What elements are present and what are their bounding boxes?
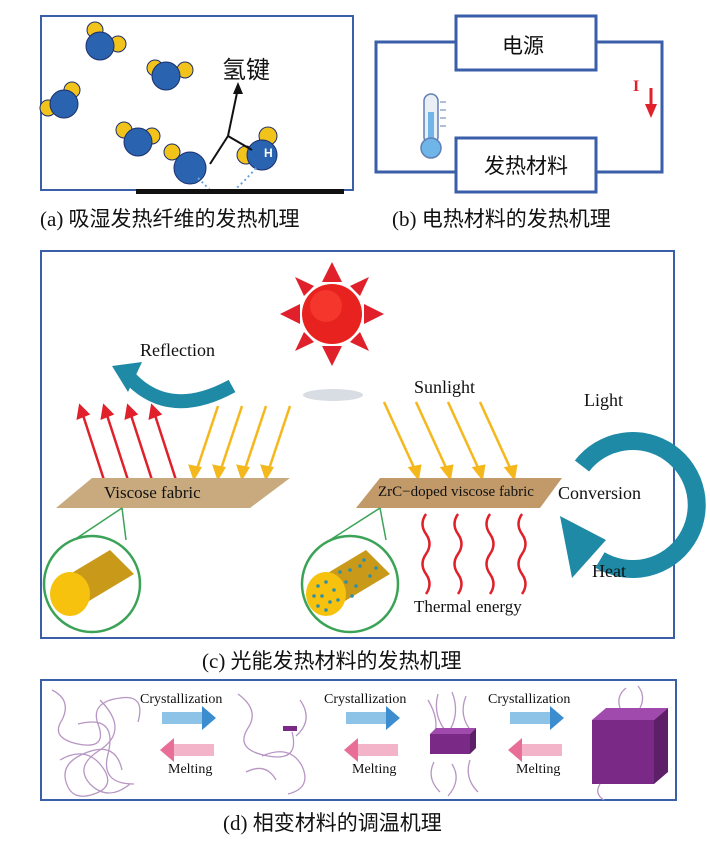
- sunlight-label: Sunlight: [414, 377, 476, 397]
- caption-a: (a) 吸湿发热纤维的发热机理: [40, 207, 300, 231]
- crystallization-label-2: Crystallization: [324, 692, 407, 707]
- current-label: I: [633, 78, 640, 95]
- heat-label: Heat: [592, 561, 626, 581]
- viscose-fabric-label: Viscose fabric: [104, 483, 201, 502]
- crystallization-label-1: Crystallization: [140, 692, 223, 707]
- power-source-label: 电源: [502, 34, 544, 58]
- caption-c: (c) 光能发热材料的发热机理: [202, 649, 462, 673]
- caption-d: (d) 相变材料的调温机理: [223, 811, 442, 835]
- thermal-energy-label: Thermal energy: [414, 597, 522, 616]
- current-arrow-head: [645, 104, 657, 118]
- hydrogen-bond-label: 氢键: [222, 58, 270, 84]
- melting-label-1: Melting: [168, 762, 213, 777]
- melting-label-2: Melting: [352, 762, 397, 777]
- reflection-label: Reflection: [140, 340, 215, 360]
- crystallization-label-3: Crystallization: [488, 692, 571, 707]
- caption-b: (b) 电热材料的发热机理: [392, 207, 611, 231]
- thermometer-icon: [420, 93, 446, 159]
- panel-a: [40, 15, 354, 191]
- heater-label: 发热材料: [484, 154, 568, 178]
- melting-label-3: Melting: [516, 762, 561, 777]
- panel-c: [40, 250, 675, 639]
- zrc-fabric-label: ZrC−doped viscose fabric: [378, 484, 534, 500]
- light-label: Light: [584, 390, 623, 410]
- panel-d: [40, 679, 677, 801]
- h-atom-label: H: [264, 146, 273, 160]
- conversion-label: Conversion: [558, 483, 641, 503]
